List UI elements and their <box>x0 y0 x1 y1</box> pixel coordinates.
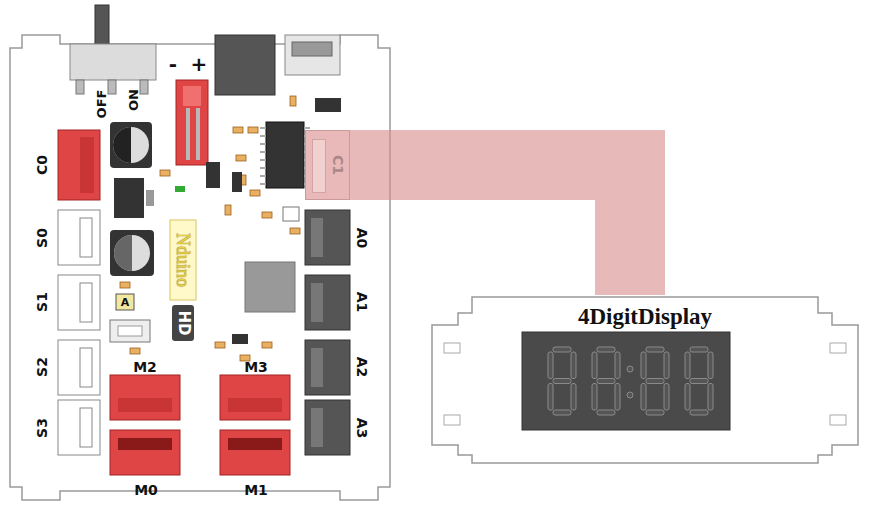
connector-slot <box>312 139 326 193</box>
board-label: HD <box>176 310 191 335</box>
logo-box <box>170 220 196 300</box>
cable-band <box>350 165 630 295</box>
board-label: S0 <box>35 228 49 248</box>
board-label: A3 <box>355 418 369 439</box>
diode <box>206 162 220 188</box>
seven-segment-screen <box>522 332 730 430</box>
board-label: Nduino <box>174 233 192 287</box>
board-label: A0 <box>355 228 369 249</box>
capacitor <box>110 122 154 276</box>
board-label: - <box>169 54 177 74</box>
port-label: C1 <box>331 155 345 175</box>
board-label: M3 <box>244 360 268 374</box>
board-label: A <box>121 297 130 308</box>
board-label: M0 <box>134 483 158 497</box>
board-label: C0 <box>35 155 49 175</box>
board-label: OFF <box>95 90 108 119</box>
logo-box <box>172 305 194 341</box>
led <box>175 186 185 192</box>
board-label: ON <box>127 89 140 111</box>
board-label: + <box>191 54 208 74</box>
board-label: M1 <box>244 483 268 497</box>
transistor <box>232 334 248 344</box>
board-label: M2 <box>133 360 157 374</box>
board-label: A2 <box>355 357 369 378</box>
crystal <box>283 207 299 221</box>
regulator <box>114 178 154 218</box>
fuse-box <box>116 294 134 310</box>
board-label: S2 <box>35 357 49 377</box>
board-label: A1 <box>355 292 369 313</box>
connector-port: C1 <box>305 130 350 200</box>
mcu-chip <box>245 262 295 312</box>
dc-jack <box>215 35 275 95</box>
push-button <box>110 320 150 342</box>
white-connector <box>58 210 100 455</box>
diode <box>232 172 242 192</box>
ic-chip <box>260 122 310 188</box>
module-title: 4DigitDisplay <box>578 305 712 328</box>
red-connector <box>58 130 100 200</box>
micro-usb <box>285 35 340 75</box>
board-label: S1 <box>35 292 49 312</box>
motor-connector <box>110 375 290 475</box>
display-module: 4DigitDisplay <box>430 295 860 465</box>
diode <box>315 98 341 112</box>
grey-connector <box>305 210 350 455</box>
power-connector <box>176 80 208 165</box>
board-label: S3 <box>35 418 49 438</box>
slide-switch <box>70 5 156 94</box>
